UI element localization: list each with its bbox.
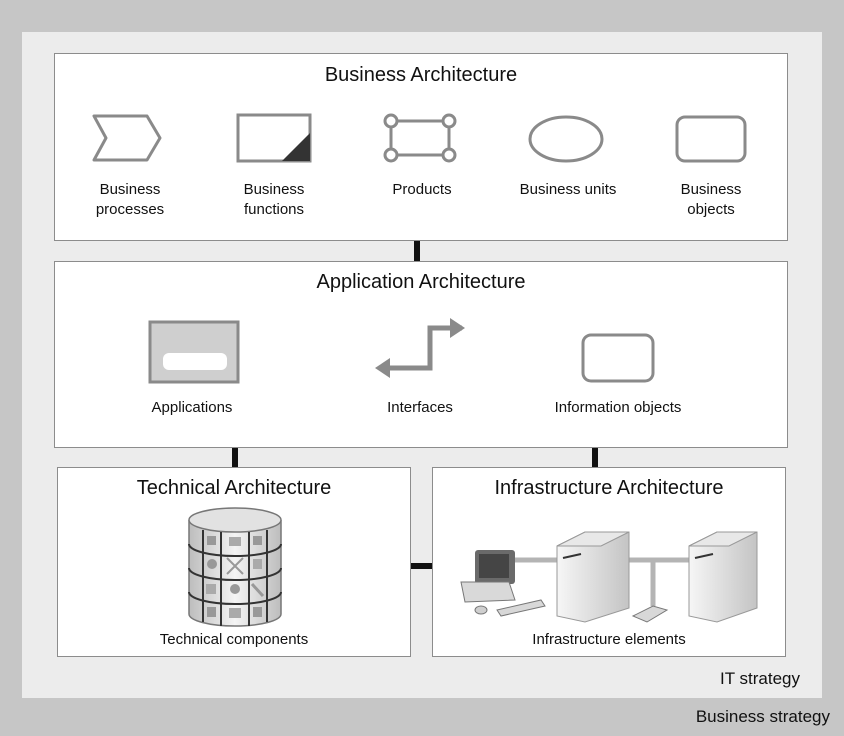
rounded-rect-icon <box>581 333 655 383</box>
ellipse-icon <box>528 115 604 163</box>
applications-label: Applications <box>151 399 233 416</box>
technical-architecture-title: Technical Architecture <box>136 477 332 499</box>
business-strategy-label: Business strategy <box>695 707 830 726</box>
infrastructure-architecture-title: Infrastructure Architecture <box>494 477 724 499</box>
connector-business-application <box>414 240 420 262</box>
application-architecture-box: Application Architecture Applications In… <box>54 261 788 448</box>
network-servers-icon <box>460 531 758 623</box>
technical-architecture-box: Technical Architecture Technical co <box>57 467 411 657</box>
product-frame-icon <box>383 113 457 163</box>
connector-application-technical <box>232 447 238 468</box>
interface-arrows-icon <box>375 318 465 378</box>
business-architecture-title: Business Architecture <box>324 64 518 86</box>
it-strategy-label: IT strategy <box>720 669 800 688</box>
business-objects-label: Business objects <box>680 181 742 218</box>
products-label: Products <box>392 181 452 198</box>
infrastructure-architecture-box: Infrastructure Architecture Infrastructu… <box>432 467 786 657</box>
connector-technical-infrastructure <box>410 563 433 569</box>
information-objects-label: Information objects <box>554 399 682 416</box>
business-functions-label: Business functions <box>243 181 305 218</box>
application-architecture-title: Application Architecture <box>316 271 526 293</box>
rounded-rect-icon <box>675 115 747 163</box>
business-architecture-box: Business Architecture Business processes… <box>54 53 788 241</box>
component-cylinder-icon <box>188 507 282 627</box>
technical-components-label: Technical components <box>159 631 309 648</box>
chevron-process-icon <box>92 114 162 162</box>
infrastructure-elements-label: Infrastructure elements <box>532 631 686 648</box>
business-units-label: Business units <box>519 181 617 198</box>
connector-application-infrastructure <box>592 447 598 468</box>
application-window-icon <box>148 320 240 384</box>
interfaces-label: Interfaces <box>387 399 453 416</box>
business-processes-label: Business processes <box>95 181 165 218</box>
document-corner-icon <box>236 113 312 163</box>
